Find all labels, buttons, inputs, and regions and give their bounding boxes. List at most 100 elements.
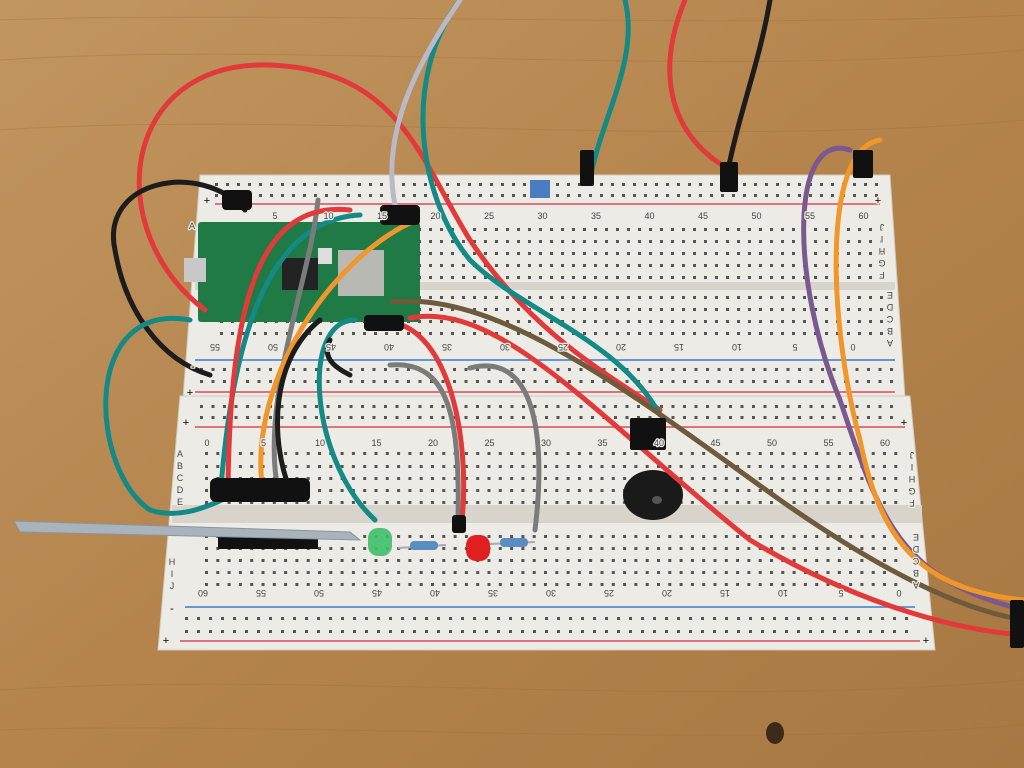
hole xyxy=(633,194,636,197)
hole xyxy=(308,332,311,335)
hole xyxy=(786,416,790,419)
board-label: D xyxy=(912,544,919,554)
hole xyxy=(737,617,740,620)
hole xyxy=(815,535,819,538)
hole xyxy=(487,465,491,468)
hole xyxy=(528,276,531,279)
hole xyxy=(233,617,236,620)
hole xyxy=(205,571,208,574)
hole xyxy=(693,276,696,279)
board-label: 60 xyxy=(880,438,890,448)
hole xyxy=(429,228,432,231)
hole xyxy=(197,630,200,633)
hole xyxy=(245,617,248,620)
hole xyxy=(605,617,608,620)
hole xyxy=(351,583,355,586)
hole xyxy=(473,252,476,255)
hole xyxy=(446,183,449,186)
hole xyxy=(431,571,434,574)
hole xyxy=(770,583,773,586)
hole xyxy=(487,559,491,562)
hole xyxy=(600,183,603,186)
hole xyxy=(506,308,509,311)
hole xyxy=(798,380,801,383)
hole xyxy=(781,452,785,455)
hole xyxy=(510,489,514,492)
hole xyxy=(653,630,656,633)
hole xyxy=(657,535,660,538)
hole xyxy=(736,583,740,586)
hole xyxy=(594,308,597,311)
hole xyxy=(250,559,254,562)
hole xyxy=(303,416,307,419)
board-label: 40 xyxy=(654,438,664,448)
hole xyxy=(303,380,307,383)
hole xyxy=(611,571,615,574)
hole xyxy=(473,308,476,311)
hole xyxy=(261,583,265,586)
hole xyxy=(860,547,864,550)
hole xyxy=(365,630,368,633)
hole xyxy=(792,332,795,335)
hole xyxy=(281,183,284,186)
board-label: 10 xyxy=(732,342,742,352)
board-label: 35 xyxy=(488,588,498,598)
hole xyxy=(572,228,575,231)
hole xyxy=(677,630,680,633)
hole xyxy=(748,296,751,299)
hole xyxy=(653,617,656,620)
hole xyxy=(737,276,740,279)
hole xyxy=(306,583,310,586)
gray-wire xyxy=(389,0,463,208)
hole xyxy=(440,332,443,335)
board-label: 30 xyxy=(537,211,547,221)
hole xyxy=(363,452,367,455)
hole xyxy=(792,465,796,468)
hole xyxy=(272,583,276,586)
hole xyxy=(803,501,807,504)
hole xyxy=(638,332,641,335)
hole xyxy=(498,535,502,538)
hole xyxy=(227,501,231,504)
hole xyxy=(704,320,707,323)
board-label: 50 xyxy=(314,588,324,598)
hole xyxy=(284,452,288,455)
board-label: 60 xyxy=(858,211,868,221)
hole xyxy=(617,617,620,620)
hole xyxy=(451,252,454,255)
hole xyxy=(724,452,728,455)
hole xyxy=(737,630,740,633)
hole xyxy=(303,194,306,197)
hole xyxy=(826,571,830,574)
hole xyxy=(468,183,471,186)
hole xyxy=(495,252,498,255)
hole xyxy=(627,308,630,311)
hole xyxy=(487,477,491,480)
hole xyxy=(407,332,410,335)
hole xyxy=(363,465,367,468)
hole xyxy=(286,332,289,335)
hole xyxy=(464,489,468,492)
hole xyxy=(747,501,751,504)
hole xyxy=(389,630,392,633)
hole xyxy=(238,571,242,574)
hole xyxy=(485,617,488,620)
hole xyxy=(671,320,674,323)
hole xyxy=(419,477,423,480)
hole xyxy=(284,501,288,504)
hole xyxy=(671,308,674,311)
hole xyxy=(315,380,318,383)
hole xyxy=(512,183,515,186)
hole xyxy=(704,228,707,231)
hole xyxy=(690,501,694,504)
hole xyxy=(637,405,640,408)
hole xyxy=(702,547,706,550)
hole xyxy=(442,583,446,586)
hole xyxy=(484,228,487,231)
hole xyxy=(532,535,536,538)
hole xyxy=(701,617,704,620)
hole xyxy=(385,465,389,468)
hole xyxy=(878,416,882,419)
hole xyxy=(329,583,333,586)
hole xyxy=(880,296,883,299)
